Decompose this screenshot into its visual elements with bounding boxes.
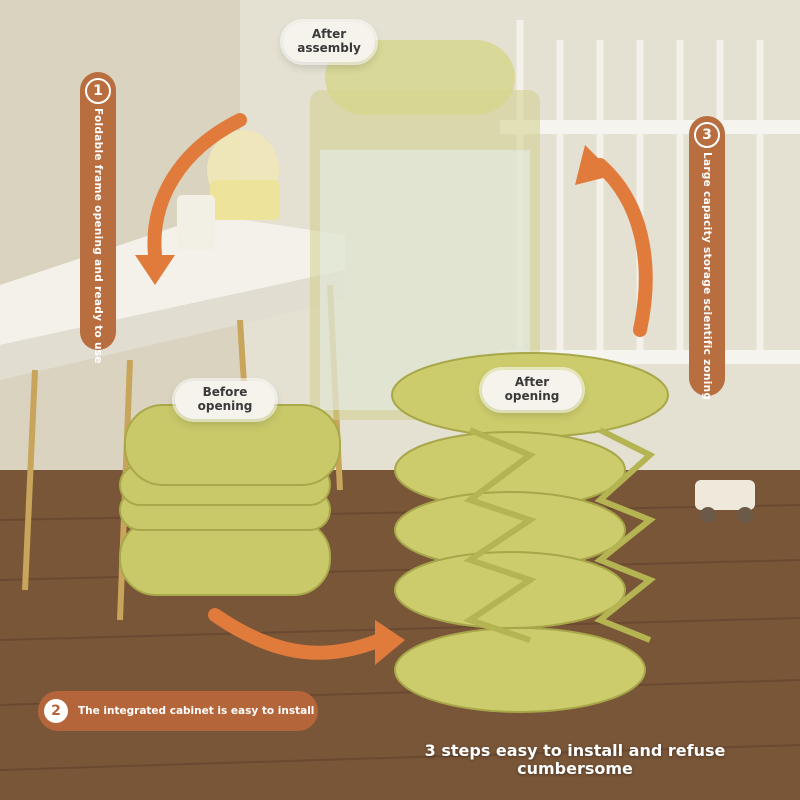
step-number-icon: 2	[44, 699, 68, 723]
step-2-text: The integrated cabinet is easy to instal…	[78, 705, 315, 717]
after-opening-label: After opening	[482, 370, 582, 410]
step-2-badge: 2 The integrated cabinet is easy to inst…	[38, 691, 318, 731]
step-1-badge: 1 Foldable frame opening and ready to us…	[80, 72, 116, 364]
step-number-icon: 3	[694, 122, 720, 148]
step-1-text: Foldable frame opening and ready to use	[92, 108, 104, 364]
before-opening-label: Before opening	[175, 381, 275, 419]
step-3-badge: 3 Large capacity storage scientific zoni…	[689, 116, 725, 400]
slogan-text: 3 steps easy to install and refuse cumbe…	[424, 741, 726, 779]
step-3-text: Large capacity storage scientific zoning	[701, 152, 713, 401]
step-number-icon: 1	[85, 78, 111, 104]
after-assembly-label: After assembly	[283, 22, 375, 62]
